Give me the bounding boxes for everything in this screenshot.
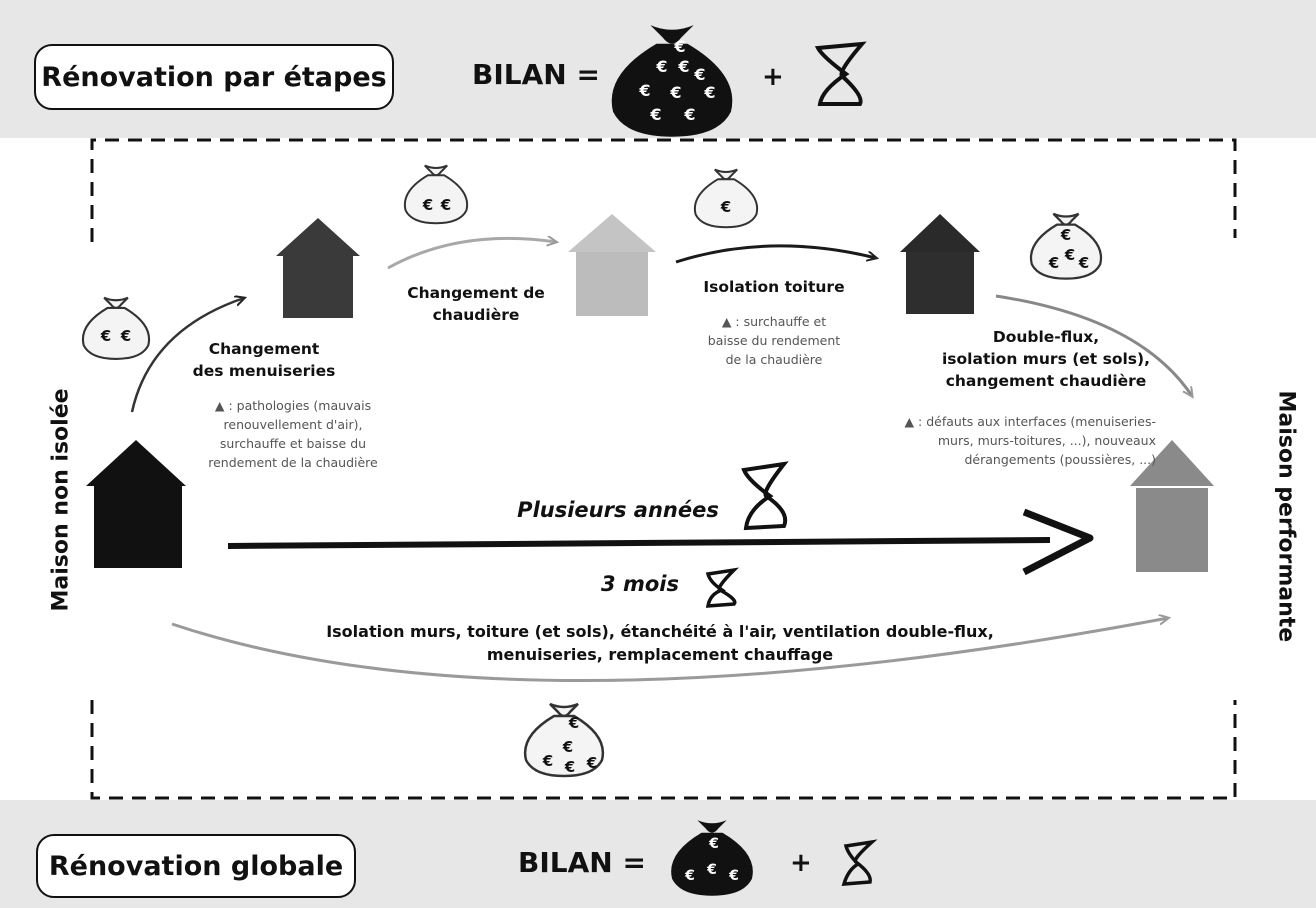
svg-text:€: € (684, 868, 695, 884)
house-step2-icon (568, 214, 656, 316)
svg-text:€: € (720, 198, 731, 216)
step3-note-line2: baisse du rendement (707, 333, 841, 348)
arrow-global (171, 618, 1168, 682)
svg-text:€: € (706, 862, 717, 878)
money-bag-bottom-icon (671, 820, 753, 896)
step2-title-line1: Changement de (407, 284, 545, 302)
svg-text:€: € (564, 758, 575, 776)
arrow-long-head (1022, 508, 1094, 576)
hourglass-medium-icon (741, 461, 789, 531)
svg-text:€: € (728, 868, 739, 884)
svg-text:€: € (440, 196, 451, 214)
step3-title-line1: Isolation toiture (703, 278, 845, 296)
house-non-isolee-icon (86, 440, 186, 568)
svg-text:€: € (693, 65, 705, 84)
svg-text:€: € (586, 754, 597, 772)
global-works-text: Isolation murs, toiture (et sols), étanc… (290, 620, 1030, 666)
step3-note-line1: ▲ : surchauffe et (721, 314, 827, 329)
hourglass-icon (814, 41, 867, 106)
maison-non-isolee-label: Maison non isolée (48, 388, 74, 612)
duration-3-mois: 3 mois (601, 572, 679, 596)
step2-title-line2: chaudière (432, 306, 520, 324)
svg-text:€: € (649, 105, 661, 124)
step1-note-line4: rendement de la chaudière (208, 455, 378, 470)
svg-text:€: € (677, 57, 689, 76)
step1-title: Changement des menuiseries (184, 338, 344, 382)
svg-text:€: € (1048, 254, 1059, 272)
svg-text:€: € (562, 738, 573, 756)
step3-title: Isolation toiture (684, 276, 864, 298)
money-bag-step1-icon (81, 296, 151, 360)
global-works-line1: Isolation murs, toiture (et sols), étanc… (326, 622, 994, 641)
step4-note-line1: ▲ : défauts aux interfaces (menuiseries- (904, 414, 1156, 429)
step1-title-line2: des menuiseries (192, 362, 336, 380)
plus-top: + (762, 62, 784, 92)
step1-note-line3: surchauffe et baisse du (219, 436, 367, 451)
plus-bottom: + (790, 848, 812, 878)
step4-note-line2: murs, murs-toitures, ...), nouveaux (937, 433, 1156, 448)
svg-text:€: € (542, 752, 553, 770)
step4-title: Double-flux, isolation murs (et sols), c… (930, 326, 1162, 392)
frame-top-dashed (90, 138, 1237, 242)
arrow-step1 (130, 298, 244, 413)
hourglass-3mois-icon (705, 567, 740, 608)
svg-text:€: € (669, 83, 681, 102)
house-step1-icon (276, 218, 360, 318)
duration-plusieurs-annees: Plusieurs années (517, 498, 719, 522)
money-bag-large-icon (611, 25, 733, 137)
step1-note-line2: renouvellement d'air), (223, 417, 363, 432)
svg-text:€: € (673, 37, 685, 56)
arrow-step2 (387, 238, 556, 270)
step3-note-line3: de la chaudière (725, 352, 823, 367)
svg-text:€: € (568, 714, 579, 732)
step4-note-line3: dérangements (poussières, ...) (964, 452, 1156, 467)
svg-text:€: € (120, 327, 131, 345)
svg-text:€: € (655, 57, 667, 76)
svg-text:€: € (1078, 254, 1089, 272)
svg-text:€: € (708, 836, 719, 852)
step2-title: Changement de chaudière (396, 282, 556, 326)
arrow-step4 (995, 294, 1192, 396)
step3-note: ▲ : surchauffe et baisse du rendement de… (682, 312, 866, 369)
svg-text:€: € (100, 327, 111, 345)
step1-note-line1: ▲ : pathologies (mauvais (214, 398, 372, 413)
svg-text:€: € (1064, 246, 1075, 264)
step4-note: ▲ : défauts aux interfaces (menuiseries-… (836, 412, 1156, 469)
maison-performante-label: Maison performante (1273, 390, 1299, 643)
step4-title-line1: Double-flux, (992, 328, 1100, 346)
svg-text:€: € (1060, 226, 1071, 244)
money-bag-step2-icon (403, 164, 469, 225)
svg-text:€: € (422, 196, 433, 214)
house-performante-icon (1130, 440, 1214, 572)
global-works-line2: menuiseries, remplacement chauffage (486, 645, 834, 664)
step4-title-line2: isolation murs (et sols), (941, 350, 1150, 368)
bilan-bottom-label: BILAN = (518, 846, 646, 879)
arrow-step3 (675, 244, 876, 264)
arrow-long-main (227, 537, 1051, 549)
bilan-top-label: BILAN = (472, 58, 600, 91)
frame-bottom-dashed (90, 700, 1237, 800)
hourglass-small-icon (841, 839, 878, 886)
svg-text:€: € (703, 83, 715, 102)
svg-text:€: € (683, 105, 695, 124)
renovation-globale-label: Rénovation globale (36, 834, 356, 898)
step1-note: ▲ : pathologies (mauvais renouvellement … (178, 396, 408, 472)
renovation-par-etapes-label: Rénovation par étapes (34, 44, 394, 110)
step4-title-line3: changement chaudière (945, 372, 1147, 390)
step1-title-line1: Changement (208, 340, 320, 358)
house-step3-icon (900, 214, 980, 314)
svg-text:€: € (638, 81, 650, 100)
